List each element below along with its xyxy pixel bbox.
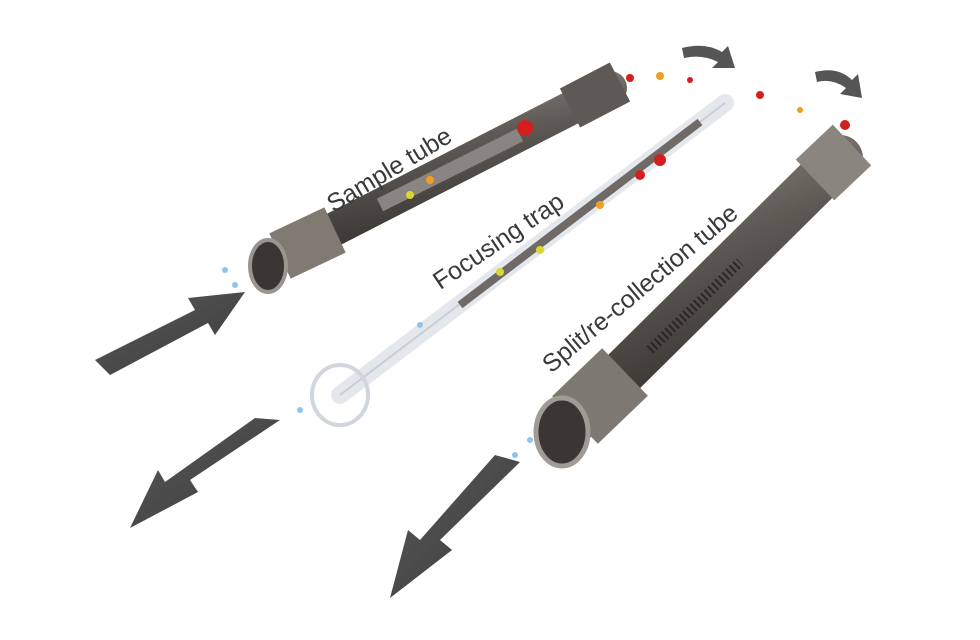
inlet-arrow <box>95 292 245 375</box>
sample-tube <box>248 62 631 294</box>
outlet-arrow-trap <box>130 418 280 528</box>
transfer-arrow-1 <box>682 45 735 68</box>
outlet-arrow-split <box>390 455 520 598</box>
split-re-collection-tube <box>533 124 872 469</box>
transfer-arrow-2 <box>815 70 862 98</box>
particles <box>222 72 850 458</box>
